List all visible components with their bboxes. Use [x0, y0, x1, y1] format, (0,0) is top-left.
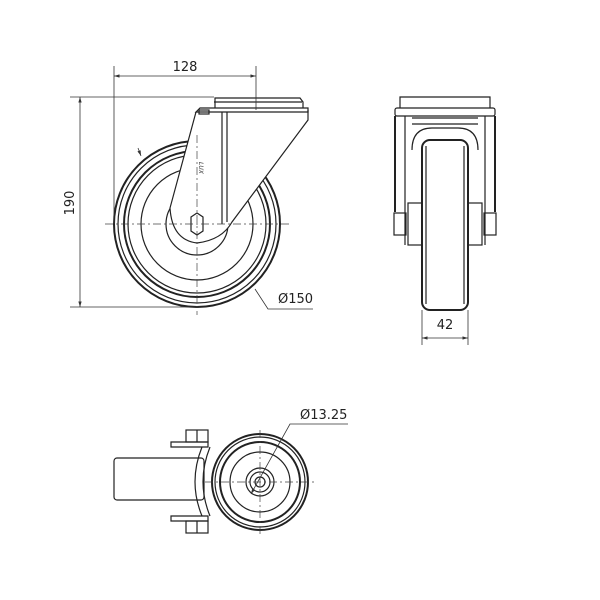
dimension-height-label: 190	[63, 191, 78, 216]
side-wheel	[421, 139, 469, 311]
top-view: Ø13.25	[113, 408, 348, 535]
dimension-bore-diameter-label: Ø13.25	[300, 408, 347, 423]
front-view: LUX 128 190 Ø150	[63, 60, 313, 315]
dimension-width-label: 128	[173, 60, 198, 75]
hex-nut	[190, 212, 204, 236]
side-view: 42	[393, 96, 497, 345]
axle-nut-right	[483, 212, 497, 236]
dimension-wheel-width-label: 42	[437, 318, 454, 333]
fork: LUX	[169, 97, 309, 244]
dimension-wheel-diameter-label: Ø150	[278, 292, 313, 307]
axle-nut-left	[393, 212, 407, 236]
logo-text: LUX	[197, 162, 204, 175]
